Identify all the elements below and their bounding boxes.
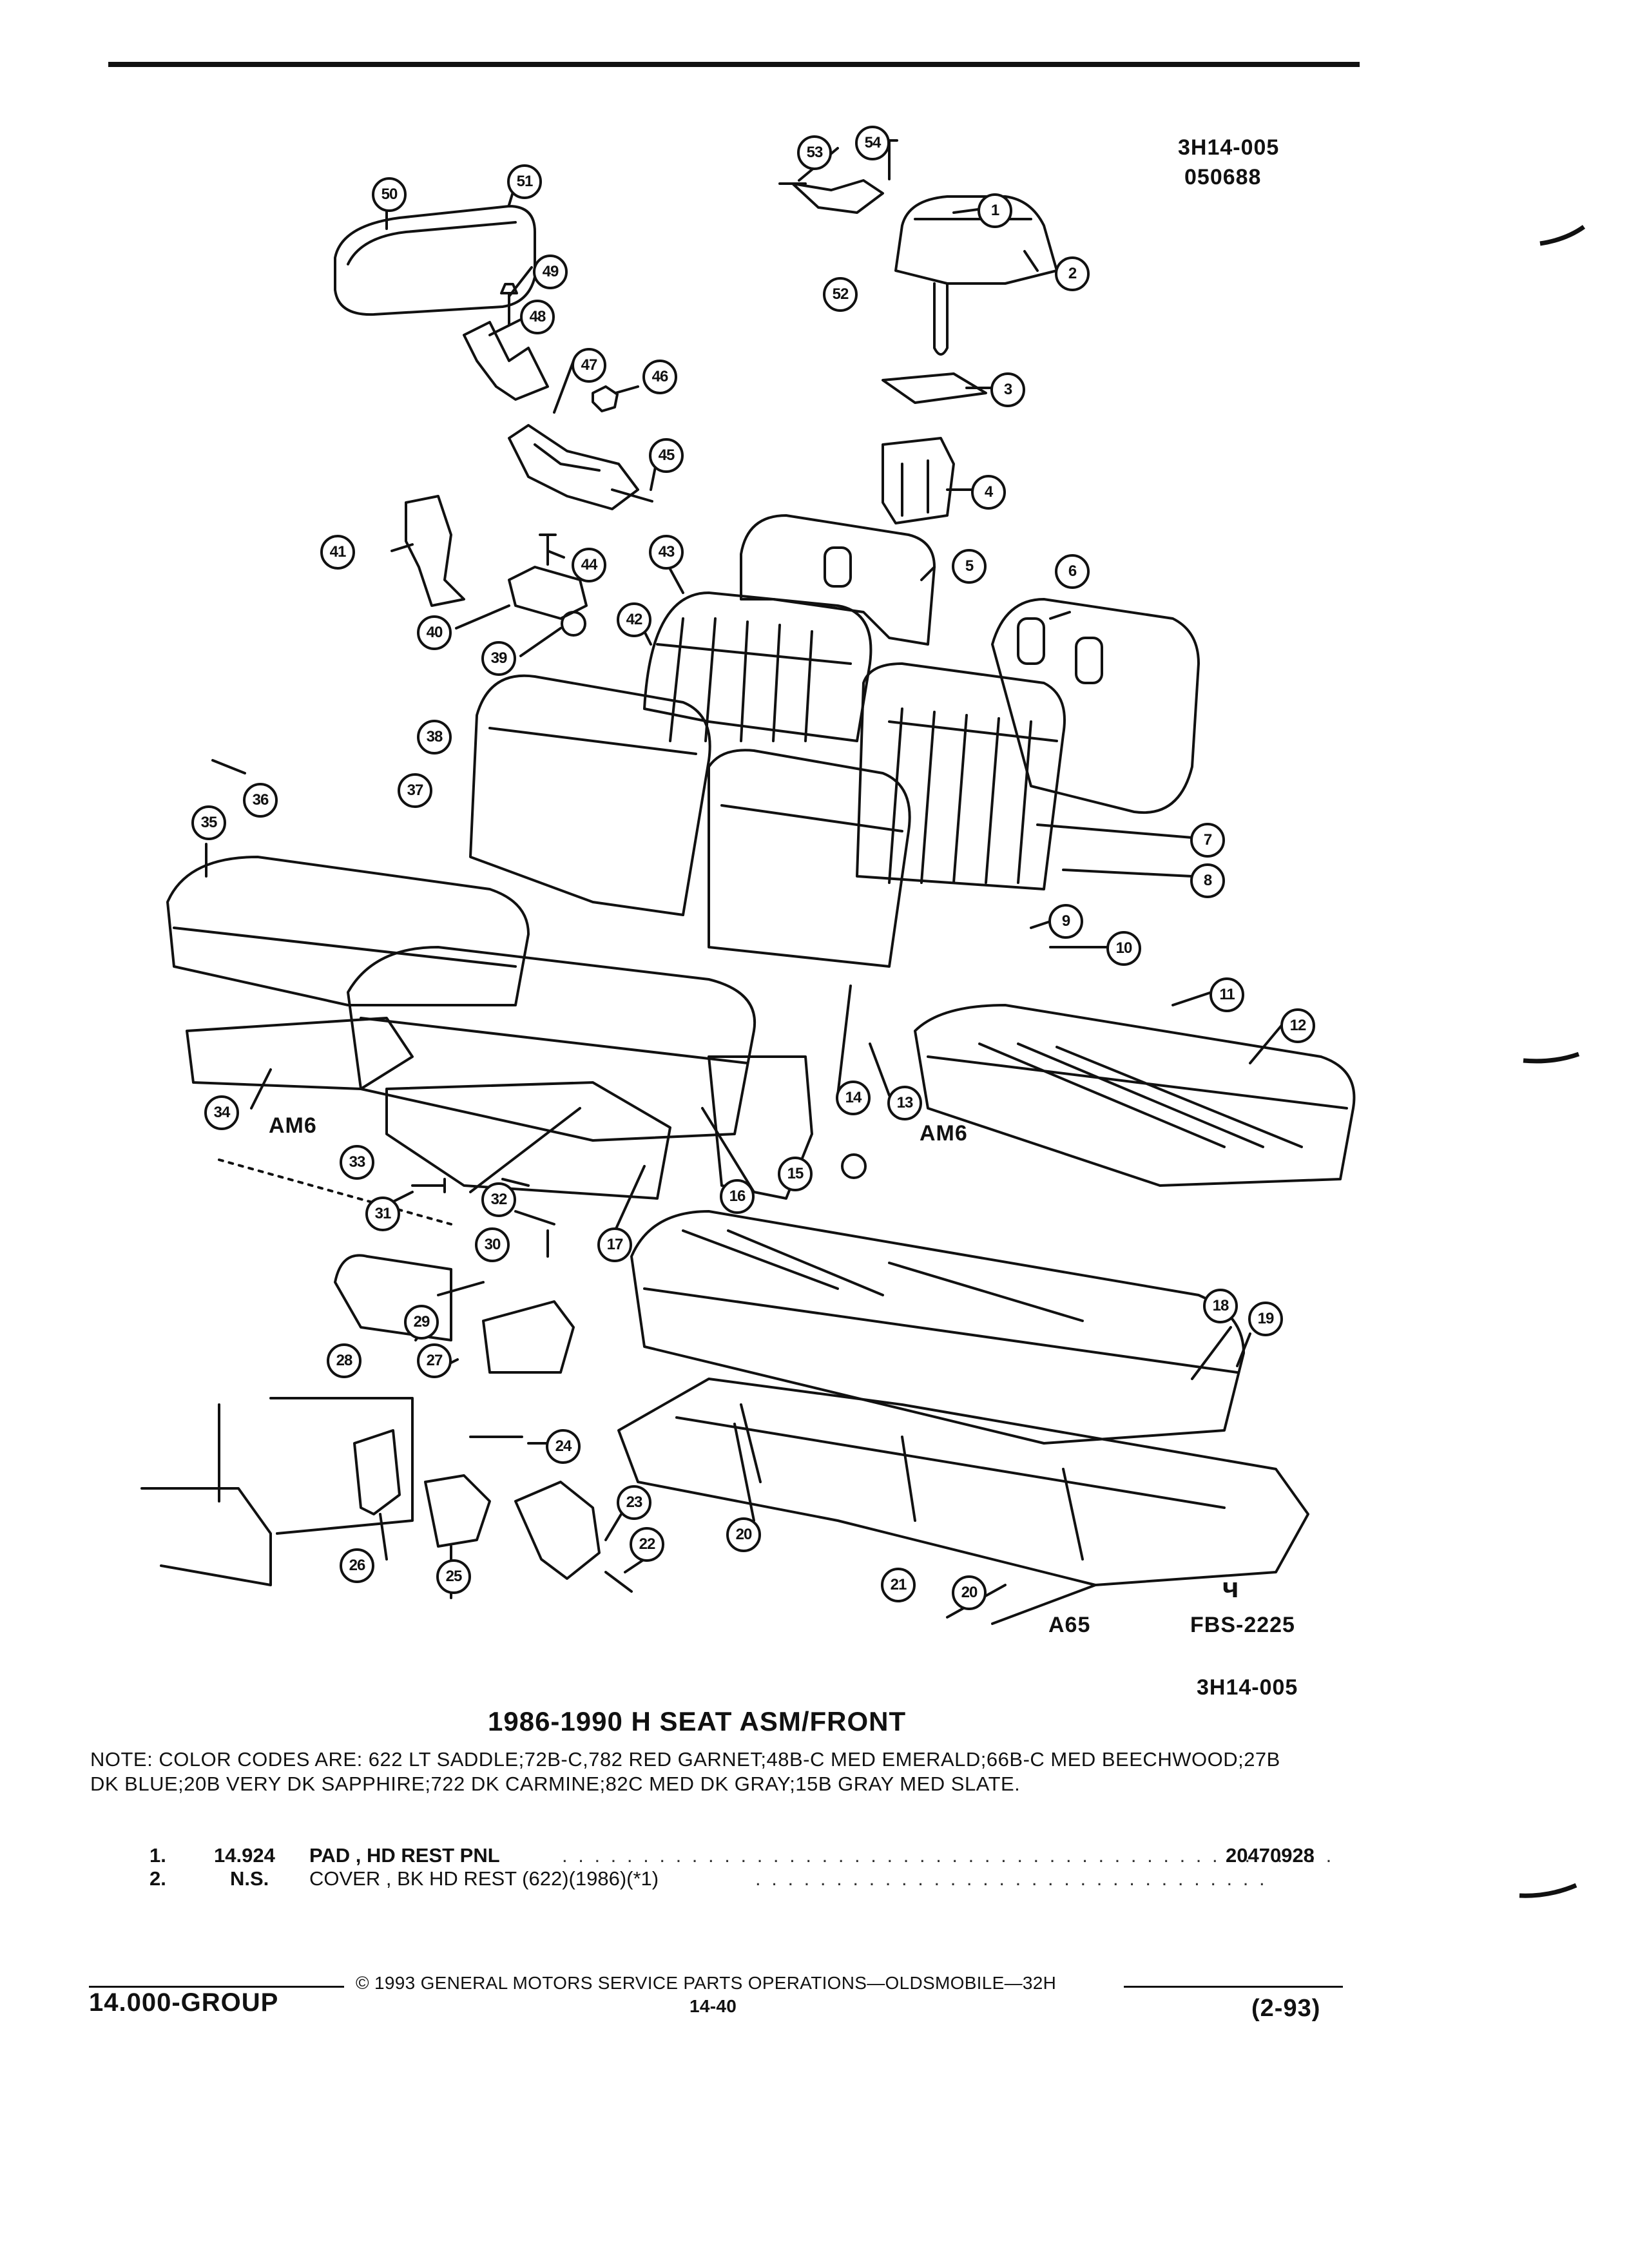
callout-41: 41 — [320, 535, 355, 570]
callout-8: 8 — [1190, 863, 1225, 898]
callout-2: 2 — [1055, 256, 1090, 291]
callout-12: 12 — [1280, 1008, 1315, 1043]
part-row-1: 1. 14.924 PAD , HD REST PNL . . . . . . … — [149, 1844, 1361, 1870]
callout-46: 46 — [642, 360, 677, 394]
label-fbs: FBS-2225 — [1190, 1613, 1295, 1637]
callout-32: 32 — [481, 1182, 516, 1217]
callout-25: 25 — [436, 1559, 471, 1594]
part-description: COVER , BK HD REST (622)(1986)(*1) — [309, 1867, 659, 1890]
callout-44: 44 — [572, 548, 606, 582]
callout-45: 45 — [649, 438, 684, 473]
part-number-index: 1. — [149, 1844, 166, 1867]
callout-36: 36 — [243, 783, 278, 818]
callout-50: 50 — [372, 177, 407, 212]
footer-rule-left — [89, 1986, 344, 1988]
callout-16: 16 — [720, 1179, 755, 1214]
callout-37: 37 — [398, 773, 432, 808]
callout-18: 18 — [1203, 1289, 1238, 1323]
part-row-2: 2. N.S. COVER , BK HD REST (622)(1986)(*… — [149, 1867, 1361, 1893]
callout-52: 52 — [823, 277, 858, 312]
callout-39: 39 — [481, 641, 516, 676]
callout-3: 3 — [990, 372, 1025, 407]
footer-page-number: 14-40 — [689, 1996, 737, 2016]
label-am6-left: AM6 — [269, 1113, 317, 1138]
callout-4: 4 — [971, 475, 1006, 510]
callout-14: 14 — [836, 1081, 871, 1115]
callout-31: 31 — [365, 1196, 400, 1231]
callout-35: 35 — [191, 805, 226, 840]
part-group: 14.924 — [214, 1844, 275, 1867]
callout-40: 40 — [417, 615, 452, 650]
callout-51: 51 — [507, 164, 542, 199]
color-code-note: NOTE: COLOR CODES ARE: 622 LT SADDLE;72B… — [90, 1748, 1280, 1795]
page-title: 1986-1990 H SEAT ASM/FRONT — [488, 1706, 907, 1736]
callout-38: 38 — [417, 720, 452, 754]
callout-33: 33 — [340, 1145, 374, 1180]
callout-11: 11 — [1210, 977, 1244, 1012]
bottom-ref-code: 3H14-005 — [1197, 1675, 1298, 1700]
footer-group: 14.000-GROUP — [89, 1988, 279, 2017]
callout-22: 22 — [630, 1527, 664, 1562]
callout-9: 9 — [1048, 904, 1083, 939]
callout-21: 21 — [881, 1568, 916, 1602]
top-rule — [108, 62, 1360, 67]
label-a65: A65 — [1048, 1613, 1091, 1637]
callout-42: 42 — [617, 602, 651, 637]
callout-5: 5 — [952, 549, 987, 584]
part-group: N.S. — [230, 1867, 269, 1890]
callout-20a: 20 — [726, 1517, 761, 1552]
callout-49: 49 — [533, 255, 568, 289]
callout-28: 28 — [327, 1343, 361, 1378]
callout-17: 17 — [597, 1227, 632, 1262]
callout-10: 10 — [1106, 931, 1141, 966]
label-fbs-symbol: ч — [1222, 1572, 1240, 1604]
callout-34: 34 — [204, 1095, 239, 1130]
part-number: 20470928 — [1226, 1844, 1315, 1867]
part-leader-dots: . . . . . . . . . . . . . . . . . . . . … — [562, 1844, 1335, 1867]
callout-7: 7 — [1190, 823, 1225, 858]
part-number-index: 2. — [149, 1867, 166, 1890]
callout-13: 13 — [887, 1086, 922, 1120]
callout-29: 29 — [404, 1305, 439, 1340]
callout-27: 27 — [417, 1343, 452, 1378]
callout-6: 6 — [1055, 554, 1090, 589]
callout-19: 19 — [1248, 1302, 1283, 1336]
callout-1: 1 — [978, 193, 1012, 228]
callout-30: 30 — [475, 1227, 510, 1262]
label-am6-right: AM6 — [920, 1121, 968, 1146]
footer-rule-right — [1124, 1986, 1343, 1988]
callout-47: 47 — [572, 348, 606, 383]
callout-43: 43 — [649, 535, 684, 570]
callout-48: 48 — [520, 300, 555, 334]
callout-24: 24 — [546, 1429, 581, 1464]
callout-26: 26 — [340, 1548, 374, 1583]
callout-15: 15 — [778, 1157, 813, 1191]
callout-23: 23 — [617, 1485, 651, 1520]
callout-54: 54 — [855, 126, 890, 160]
callout-53: 53 — [797, 135, 832, 170]
callout-20b: 20 — [952, 1575, 987, 1610]
footer-copyright: © 1993 GENERAL MOTORS SERVICE PARTS OPER… — [356, 1973, 1057, 1993]
part-leader-dots: . . . . . . . . . . . . . . . . . . . . … — [755, 1867, 1268, 1890]
part-description: PAD , HD REST PNL — [309, 1844, 500, 1867]
footer-edition: (2-93) — [1251, 1995, 1321, 2022]
